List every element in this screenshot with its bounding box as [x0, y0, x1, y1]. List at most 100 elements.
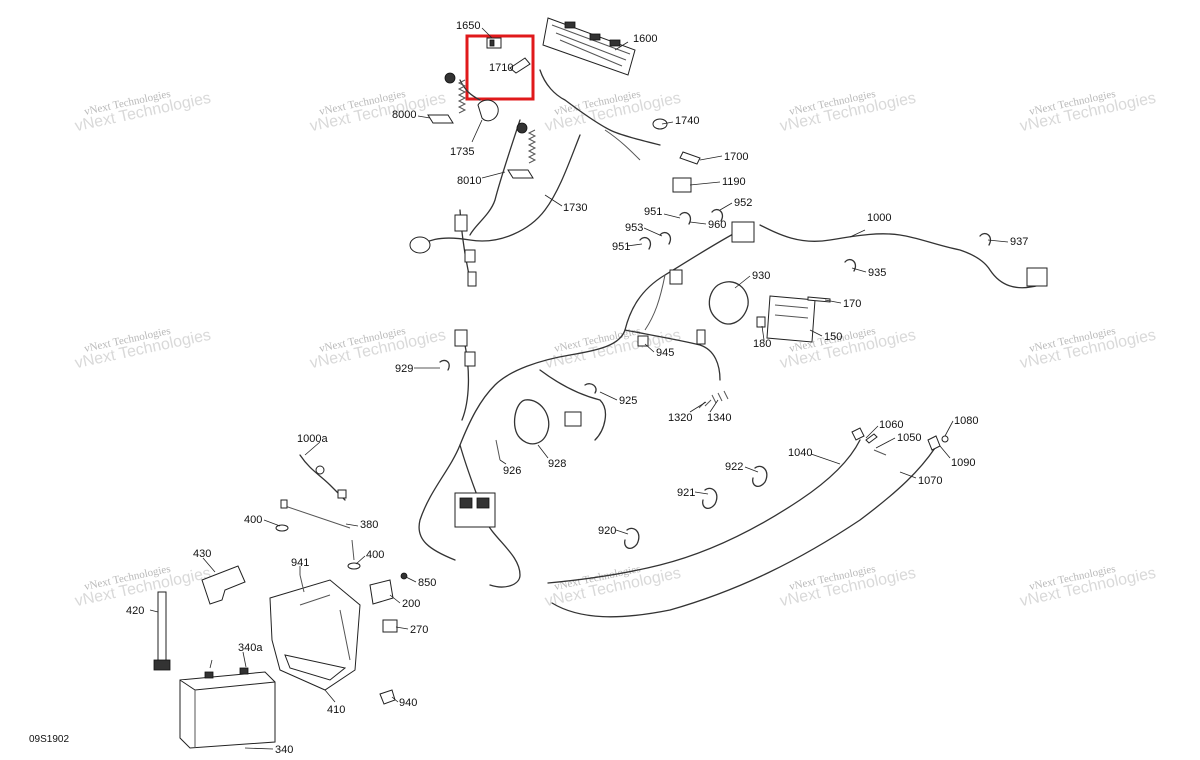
label-951-bottom[interactable]: 951 — [612, 241, 630, 253]
figure-id: 09S1902 — [29, 734, 69, 745]
label-920[interactable]: 920 — [598, 525, 616, 537]
label-850[interactable]: 850 — [418, 577, 436, 589]
label-937[interactable]: 937 — [1010, 236, 1028, 248]
label-270[interactable]: 270 — [410, 624, 428, 636]
battery-cables — [547, 427, 949, 618]
part-labels: 1650 1710 1600 8000 1735 8010 1740 1700 … — [126, 20, 1028, 756]
label-1000a[interactable]: 1000a — [297, 433, 328, 445]
label-930[interactable]: 930 — [752, 270, 770, 282]
battery-340[interactable] — [179, 667, 276, 749]
grommet-1740[interactable] — [652, 118, 668, 130]
label-8000[interactable]: 8000 — [392, 109, 416, 121]
label-410[interactable]: 410 — [327, 704, 345, 716]
connector-1650[interactable] — [486, 37, 502, 49]
label-400-left[interactable]: 400 — [244, 514, 262, 526]
bracket-430[interactable] — [201, 565, 246, 605]
clip-1735[interactable] — [477, 99, 499, 122]
strap-420[interactable] — [153, 591, 171, 671]
label-1190[interactable]: 1190 — [722, 176, 746, 188]
label-340a[interactable]: 340a — [238, 642, 263, 654]
loop-928[interactable] — [513, 399, 550, 445]
label-1710[interactable]: 1710 — [489, 62, 513, 74]
tray-410[interactable] — [269, 579, 361, 691]
label-150[interactable]: 150 — [824, 331, 842, 343]
module-150[interactable] — [766, 295, 816, 343]
pin-926[interactable] — [495, 439, 501, 461]
label-925[interactable]: 925 — [619, 395, 637, 407]
gauge-1600[interactable] — [542, 17, 636, 76]
label-1735[interactable]: 1735 — [450, 146, 474, 158]
bolt-170[interactable] — [807, 296, 831, 303]
pins-1320-1340[interactable] — [698, 390, 729, 409]
spring-wire-8010 — [507, 122, 537, 179]
bolt-380[interactable] — [280, 499, 351, 529]
washer-400[interactable] — [275, 524, 361, 570]
label-935[interactable]: 935 — [868, 267, 886, 279]
label-1600[interactable]: 1600 — [633, 33, 657, 45]
label-180[interactable]: 180 — [753, 338, 771, 350]
label-200[interactable]: 200 — [402, 598, 420, 610]
cap-270[interactable] — [382, 619, 398, 633]
label-1040[interactable]: 1040 — [788, 447, 812, 459]
label-420[interactable]: 420 — [126, 605, 144, 617]
harness-1000a[interactable] — [299, 454, 347, 501]
label-1050[interactable]: 1050 — [897, 432, 921, 444]
label-945[interactable]: 945 — [656, 347, 674, 359]
label-1070[interactable]: 1070 — [918, 475, 942, 487]
main-harness — [418, 224, 1041, 588]
label-170[interactable]: 170 — [843, 298, 861, 310]
label-928[interactable]: 928 — [548, 458, 566, 470]
label-941[interactable]: 941 — [291, 557, 309, 569]
label-960[interactable]: 960 — [708, 219, 726, 231]
label-926[interactable]: 926 — [503, 465, 521, 477]
label-1730[interactable]: 1730 — [563, 202, 587, 214]
sensor-1710[interactable] — [509, 57, 531, 74]
connector-960-area[interactable] — [454, 177, 1048, 427]
screw-850[interactable] — [400, 572, 408, 580]
spring-wire-8000 — [427, 72, 467, 124]
label-1340[interactable]: 1340 — [707, 412, 731, 424]
label-430[interactable]: 430 — [193, 548, 211, 560]
label-922[interactable]: 922 — [725, 461, 743, 473]
nut-180[interactable] — [756, 316, 766, 328]
label-380[interactable]: 380 — [360, 519, 378, 531]
label-921[interactable]: 921 — [677, 487, 695, 499]
screw-941[interactable] — [299, 574, 305, 593]
label-1000[interactable]: 1000 — [867, 212, 891, 224]
cap-940[interactable] — [379, 689, 396, 705]
label-340[interactable]: 340 — [275, 744, 293, 756]
label-1060[interactable]: 1060 — [879, 419, 903, 431]
label-929[interactable]: 929 — [395, 363, 413, 375]
cap-connectors — [409, 214, 477, 287]
relay-box[interactable] — [454, 492, 496, 528]
label-1650[interactable]: 1650 — [456, 20, 480, 32]
connector-945[interactable] — [637, 335, 649, 347]
label-952[interactable]: 952 — [734, 197, 752, 209]
label-1090[interactable]: 1090 — [951, 457, 975, 469]
label-1320[interactable]: 1320 — [668, 412, 692, 424]
label-1080[interactable]: 1080 — [954, 415, 978, 427]
leader-lines — [149, 27, 1009, 750]
highlight-box-1710 — [465, 34, 535, 101]
label-1700[interactable]: 1700 — [724, 151, 748, 163]
label-940[interactable]: 940 — [399, 697, 417, 709]
label-400-right[interactable]: 400 — [366, 549, 384, 561]
label-1740[interactable]: 1740 — [675, 115, 699, 127]
label-951-top[interactable]: 951 — [644, 206, 662, 218]
label-953[interactable]: 953 — [625, 222, 643, 234]
loop-930[interactable] — [708, 281, 749, 325]
connector-1700[interactable] — [679, 151, 701, 165]
fuse-200[interactable] — [369, 579, 394, 605]
label-8010[interactable]: 8010 — [457, 175, 481, 187]
clips[interactable] — [439, 208, 992, 549]
